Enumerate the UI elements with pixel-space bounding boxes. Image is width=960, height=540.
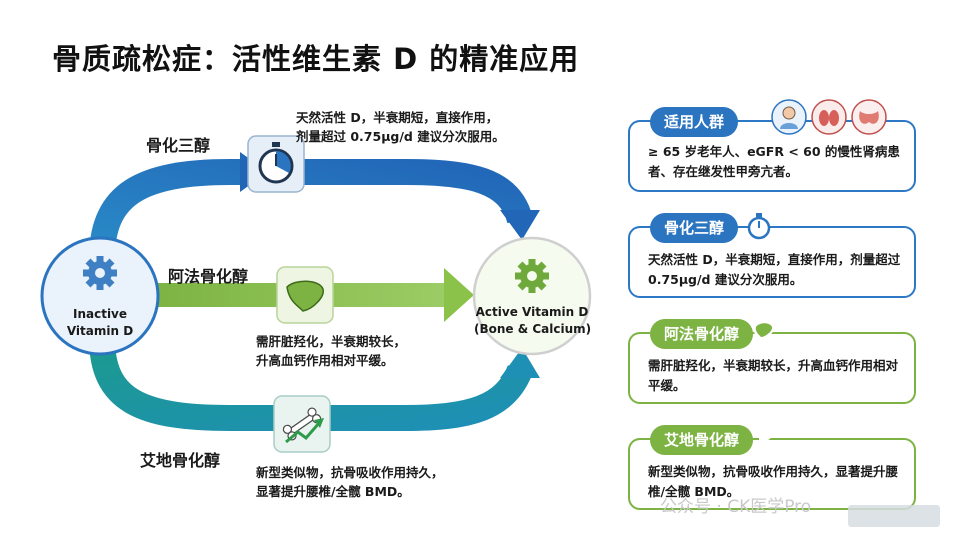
inactive-vitamin-d-node [40,236,160,356]
page-title: 骨质疏松症：活性维生素 D 的精准应用 [52,42,580,76]
desc-line: 显著提升腰椎/全髋 BMD。 [256,484,410,499]
active-vitamin-d-node [472,236,592,356]
route-label-alfacalcidol: 阿法骨化醇 [168,267,249,286]
route-arrow-calcitriol [89,159,533,259]
card-tag: 阿法骨化醇 [650,319,754,349]
target-label-line1: Active Vitamin D [475,305,589,319]
flow-diagram [40,135,592,453]
stopwatch-icon [247,135,305,193]
card-text: 新型类似物，抗骨吸收作用持久，显著提升腰椎/全髋 BMD。 [648,464,899,499]
route-label-eldecalcitol: 艾地骨化醇 [140,451,221,470]
source-node-label: Inactive Vitamin D [60,306,140,340]
target-node-label: Active Vitamin D (Bone & Calcium) [474,304,592,338]
stopwatch-icon [747,213,771,240]
card-text: 需肝脏羟化，半衰期较长，升高血钙作用相对平缓。 [648,358,899,393]
route-desc-eldecalcitol: 新型类似物，抗骨吸收作用持久， 显著提升腰椎/全髋 BMD。 [256,463,444,501]
gear-icon [83,256,117,290]
watermark: 公众号 · CK医学Pro [660,497,812,517]
desc-line: 剂量超过 0.75μg/d 建议分次服用。 [296,129,505,144]
route-desc-calcitriol: 天然活性 D，半衰期短，直接作用， 剂量超过 0.75μg/d 建议分次服用。 [296,108,505,146]
bone-icon [758,425,782,447]
kidney-icon [811,99,847,135]
bone-trend-icon [273,395,331,453]
card-text: 天然活性 D，半衰期短，直接作用，剂量超过 0.75μg/d 建议分次服用。 [648,252,901,287]
source-label-line1: Inactive [72,307,128,321]
target-label-line2: (Bone & Calcium) [474,322,592,336]
card-calcitriol: 骨化三醇 天然活性 D，半衰期短，直接作用，剂量超过 0.75μg/d 建议分次… [628,213,916,298]
watermark-overlay [848,505,940,527]
card-tag: 艾地骨化醇 [650,425,754,455]
source-label-line2: Vitamin D [66,324,134,338]
desc-line: 升高血钙作用相对平缓。 [256,353,394,368]
arrowhead-middle [444,268,474,322]
liver-icon [276,266,334,324]
card-eldecalcitol: 艾地骨化醇 新型类似物，抗骨吸收作用持久，显著提升腰椎/全髋 BMD。 [628,425,916,510]
arrowhead-bottom-right [500,348,540,378]
liver-icon [753,321,775,341]
card-text: ≥ 65 岁老年人、eGFR < 60 的慢性肾病患者、存在继发性甲旁亢者。 [648,144,900,179]
elderly-person-icon [771,99,807,135]
arrowhead-top-right [500,210,540,240]
card-tag: 适用人群 [650,107,739,137]
route-label-calcitriol: 骨化三醇 [146,136,211,155]
route-arrow-eldecalcitol [89,337,533,431]
desc-line: 新型类似物，抗骨吸收作用持久， [256,465,444,480]
thyroid-icon [851,99,887,135]
gear-icon [515,259,549,293]
population-icons [771,99,887,135]
route-desc-alfacalcidol: 需肝脏羟化，半衰期较长， 升高血钙作用相对平缓。 [256,332,406,370]
desc-line: 天然活性 D，半衰期短，直接作用， [296,110,499,125]
card-tag: 骨化三醇 [650,213,739,243]
card-alfacalcidol: 阿法骨化醇 需肝脏羟化，半衰期较长，升高血钙作用相对平缓。 [628,319,916,404]
desc-line: 需肝脏羟化，半衰期较长， [256,334,407,349]
